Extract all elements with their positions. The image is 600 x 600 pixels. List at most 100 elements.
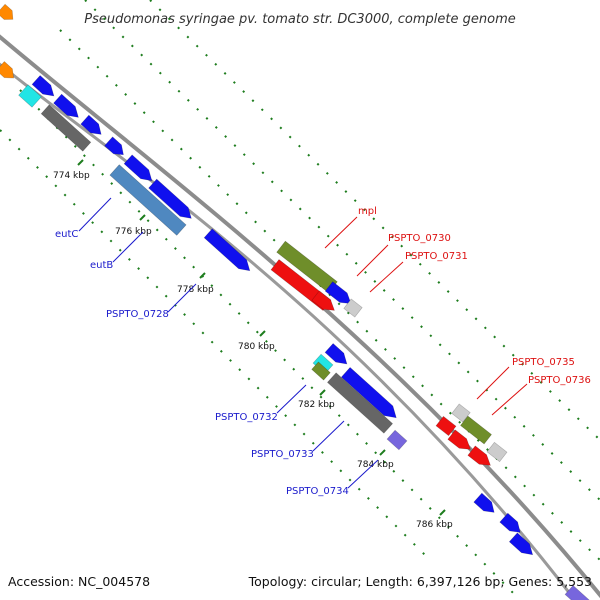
gene-shape-blue-4[interactable] (104, 136, 128, 159)
gene-olive-0732[interactable] (311, 361, 331, 381)
tick-label-786: 786 kbp (416, 520, 453, 530)
gene-shape-orange-2[interactable] (0, 61, 18, 83)
gene-blue-2[interactable] (53, 93, 83, 122)
gene-shape-lavender-1[interactable] (564, 585, 592, 600)
gene-shape-blue-2[interactable] (53, 93, 83, 122)
gene-blue-9[interactable] (499, 512, 524, 537)
gene-shape-orange-1[interactable] (0, 3, 17, 24)
tick-label-780: 780 kbp (238, 342, 275, 352)
gene-orange-2[interactable] (0, 61, 18, 83)
gene-shape-grey-1[interactable] (40, 104, 92, 152)
gene-shape-blue-10[interactable] (508, 532, 536, 559)
gene-label-PSPTO_0733[interactable]: PSPTO_0733 (251, 449, 314, 460)
gene-blue-5[interactable] (123, 154, 156, 185)
dotted-track-4 (149, 0, 600, 441)
gene-steel-eutB[interactable] (109, 164, 187, 236)
gene-red-0735b[interactable] (447, 429, 474, 454)
dotted-track-2 (59, 29, 600, 561)
gene-shape-red-0735b[interactable] (447, 429, 474, 454)
gene-shape-lavender-0734[interactable] (386, 429, 408, 451)
accession-text: Accession: NC_004578 (8, 574, 150, 589)
gene-shape-lightgrey-0735[interactable] (451, 403, 471, 423)
gene-blue-10[interactable] (508, 532, 536, 559)
gene-shape-olive-0732[interactable] (311, 361, 331, 381)
gene-cyan-1[interactable] (18, 84, 42, 108)
map-title: Pseudomonas syringae pv. tomato str. DC3… (84, 12, 516, 27)
gene-shape-olive-0735[interactable] (460, 415, 492, 445)
gene-orange-1[interactable] (0, 3, 17, 24)
gene-shape-blue-eutC[interactable] (148, 178, 196, 223)
gene-label-PSPTO_0736[interactable]: PSPTO_0736 (528, 375, 591, 386)
gene-red-0731[interactable] (311, 290, 338, 315)
gene-label-PSPTO_0730[interactable]: PSPTO_0730 (388, 233, 451, 244)
leader-PSPTO_0730 (356, 244, 389, 277)
gene-label-PSPTO_0728[interactable]: PSPTO_0728 (106, 309, 169, 320)
gene-shape-blue-9[interactable] (499, 512, 524, 537)
gene-label-PSPTO_0735[interactable]: PSPTO_0735 (512, 357, 575, 368)
tick-label-774: 774 kbp (53, 171, 90, 181)
gene-shape-lightgrey-0736[interactable] (486, 441, 508, 463)
tick-mark-6 (379, 449, 386, 456)
gene-label-PSPTO_0734[interactable]: PSPTO_0734 (286, 486, 349, 497)
gene-blue-6[interactable] (324, 343, 351, 369)
gene-lightgrey-0735[interactable] (451, 403, 471, 423)
tick-mark-5 (319, 389, 326, 396)
gene-grey-0733[interactable] (326, 372, 394, 434)
gene-blue-0730[interactable] (324, 281, 354, 309)
gene-label-PSPTO_0731[interactable]: PSPTO_0731 (405, 251, 468, 262)
gene-shape-blue-3[interactable] (80, 114, 105, 139)
leader-PSPTO_0734 (347, 459, 379, 489)
gene-label-mpl[interactable]: mpl (358, 206, 377, 217)
leader-mpl (324, 216, 358, 249)
gene-label-PSPTO_0732[interactable]: PSPTO_0732 (215, 412, 278, 423)
gene-red-0736[interactable] (467, 445, 494, 470)
tick-mark-1 (77, 159, 84, 166)
leader-PSPTO_0736 (491, 383, 528, 416)
gene-shape-blue-5[interactable] (123, 154, 156, 185)
gene-blue-0728[interactable] (203, 228, 254, 275)
gene-blue-7[interactable] (340, 366, 400, 422)
leader-PSPTO_0735 (476, 366, 510, 400)
gene-blue-3[interactable] (80, 114, 105, 139)
tick-mark-2 (139, 214, 146, 221)
gene-shape-red-0731[interactable] (311, 290, 338, 315)
gene-shape-lightgrey-0731[interactable] (343, 298, 363, 318)
gene-shape-grey-0733[interactable] (326, 372, 394, 434)
gene-red-0735a[interactable] (435, 415, 457, 437)
tick-label-778: 778 kbp (177, 285, 214, 295)
tick-label-782: 782 kbp (298, 400, 335, 410)
gene-shape-blue-7[interactable] (340, 366, 400, 422)
gene-shape-red-0736[interactable] (467, 445, 494, 470)
gene-blue-eutC[interactable] (148, 178, 196, 223)
gene-blue-1[interactable] (31, 75, 58, 101)
tick-label-784: 784 kbp (357, 460, 394, 470)
leader-eutB (112, 231, 144, 263)
topology-text: Topology: circular; Length: 6,397,126 bp… (248, 574, 592, 589)
tick-mark-7 (439, 509, 446, 516)
gene-lightgrey-0736[interactable] (486, 441, 508, 463)
gene-lavender-0734[interactable] (386, 429, 408, 451)
tick-mark-4 (259, 330, 266, 337)
gene-shape-blue-1[interactable] (31, 75, 58, 101)
gene-shape-cyan-1[interactable] (18, 84, 42, 108)
gene-shape-blue-0730[interactable] (324, 281, 354, 309)
leader-PSPTO_0731 (369, 261, 404, 293)
gene-shape-blue-8[interactable] (473, 492, 498, 517)
gene-label-eutB[interactable]: eutB (90, 260, 113, 271)
gene-shape-blue-6[interactable] (324, 343, 351, 369)
gene-shape-red-0735a[interactable] (435, 415, 457, 437)
gene-lavender-1[interactable] (564, 585, 592, 600)
gene-olive-0735[interactable] (460, 415, 492, 445)
gene-blue-4[interactable] (104, 136, 128, 159)
gene-blue-8[interactable] (473, 492, 498, 517)
gene-lightgrey-0731[interactable] (343, 298, 363, 318)
gene-shape-blue-0728[interactable] (203, 228, 254, 275)
gene-grey-1[interactable] (40, 104, 92, 152)
gene-features[interactable] (0, 3, 592, 600)
leader-PSPTO_0728 (167, 283, 197, 313)
gene-shape-steel-eutB[interactable] (109, 164, 187, 236)
leader-eutC (78, 197, 112, 232)
gene-label-eutC[interactable]: eutC (55, 229, 78, 240)
